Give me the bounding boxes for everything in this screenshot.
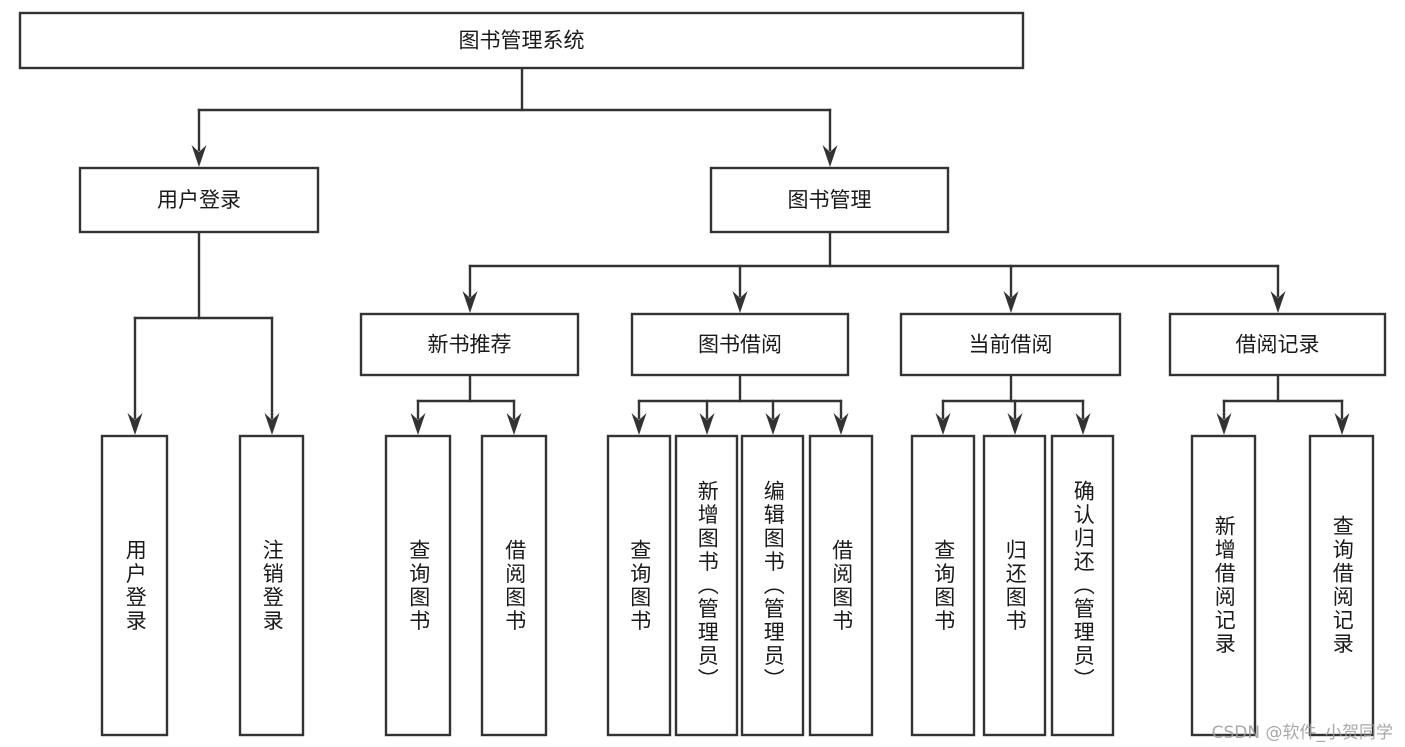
arrow-head-icon <box>462 291 478 313</box>
arrow-head-icon <box>765 413 781 435</box>
arrow-head-icon <box>1270 291 1286 313</box>
arrow-head-icon <box>191 145 207 167</box>
node-label-n-borrow-record: 借阅记录 <box>1236 333 1320 357</box>
csdn-watermark: CSDN @软件_小贺同学 <box>1211 723 1393 743</box>
node-label-root: 图书管理系统 <box>459 29 585 53</box>
node-box-n-current-borrow[interactable] <box>899 312 1122 377</box>
node-box-n-book-borrow[interactable] <box>630 312 850 377</box>
node-box-n-borrow-record[interactable] <box>1168 312 1387 377</box>
node-label-n-new-book-rec: 新书推荐 <box>428 333 512 357</box>
arrow-head-icon <box>833 413 849 435</box>
node-box-n-new-book-rec[interactable] <box>359 312 580 377</box>
arrow-head-icon <box>1003 291 1019 313</box>
arrow-head-icon <box>127 413 143 435</box>
node-box-l-query-book-2[interactable] <box>606 434 672 737</box>
node-label-n-book-mgmt: 图书管理 <box>788 188 872 212</box>
node-box-l-user-login[interactable] <box>100 434 169 737</box>
node-box-l-query-book-1[interactable] <box>384 434 452 737</box>
node-box-n-book-mgmt[interactable] <box>709 166 950 234</box>
arrow-head-icon <box>1075 413 1091 435</box>
arrow-head-icon <box>410 413 426 435</box>
arrow-head-icon <box>732 291 748 313</box>
arrow-head-icon <box>1007 413 1023 435</box>
arrow-head-icon <box>631 413 647 435</box>
node-box-l-logout[interactable] <box>238 434 305 737</box>
node-box-n-user-login[interactable] <box>78 166 320 234</box>
arrow-head-icon <box>1216 413 1232 435</box>
edges-layer <box>127 66 1350 435</box>
node-label-n-user-login: 用户登录 <box>157 188 241 212</box>
arrow-head-icon <box>264 413 280 435</box>
boxes-layer <box>18 11 1387 737</box>
node-box-l-borrow-book-2[interactable] <box>808 434 874 737</box>
node-box-l-borrow-book-1[interactable] <box>480 434 548 737</box>
arrow-head-icon <box>699 413 715 435</box>
arrow-head-icon <box>1334 413 1350 435</box>
node-box-l-query-record[interactable] <box>1308 434 1375 737</box>
node-box-l-add-book[interactable] <box>674 434 739 737</box>
node-box-l-edit-book[interactable] <box>740 434 805 737</box>
node-box-l-query-book-3[interactable] <box>910 434 976 737</box>
node-box-l-return-book[interactable] <box>982 434 1047 737</box>
arrow-head-icon <box>506 413 522 435</box>
arrow-head-icon <box>822 145 838 167</box>
node-box-l-confirm-return[interactable] <box>1050 434 1115 737</box>
node-label-n-current-borrow: 当前借阅 <box>969 333 1053 357</box>
node-box-l-add-record[interactable] <box>1190 434 1257 737</box>
node-label-n-book-borrow: 图书借阅 <box>698 333 782 357</box>
node-box-root[interactable] <box>18 11 1025 70</box>
arrow-head-icon <box>935 413 951 435</box>
